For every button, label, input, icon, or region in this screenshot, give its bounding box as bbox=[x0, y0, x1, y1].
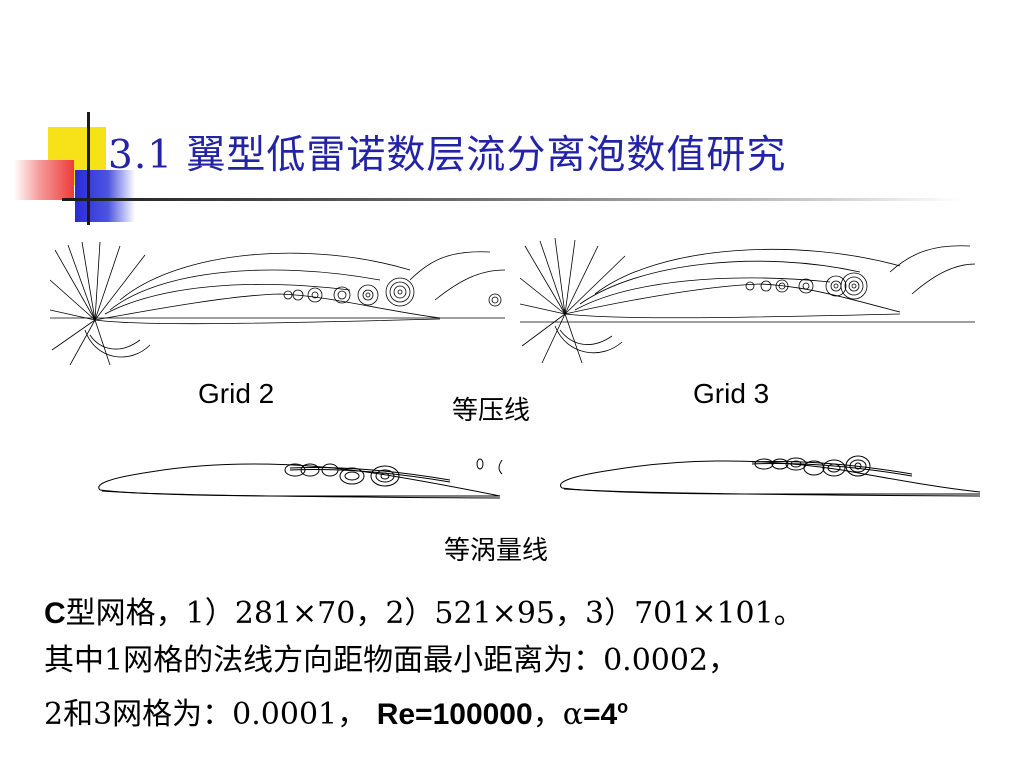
description-line-2: 其中1网格的法线方向距物面最小距离为：0.0002， bbox=[44, 643, 739, 678]
decor-red-square bbox=[14, 160, 74, 200]
description-line-1: C型网格，1）281×70，2）521×95，3）701×101。 bbox=[44, 590, 1004, 637]
vorticity-contour-plot-grid3 bbox=[560, 455, 981, 497]
reynolds-number: Re=100000 bbox=[376, 698, 533, 731]
separator: ， bbox=[532, 697, 563, 732]
description-line-3: 2和3网格为：0.0001， Re=100000，α=4o bbox=[44, 684, 1004, 738]
grid-sizes-text: 型网格，1）281×70，2）521×95，3）701×101。 bbox=[65, 596, 804, 631]
pressure-contour-plot-grid2 bbox=[50, 241, 505, 365]
angle-of-attack-value: =4 bbox=[582, 698, 618, 731]
title-underline bbox=[62, 198, 962, 201]
vorticity-contour-label: 等涡量线 bbox=[444, 536, 549, 566]
decor-vertical-line bbox=[87, 112, 90, 225]
grid-2-label: Grid 2 bbox=[198, 378, 275, 409]
decor-blue-square bbox=[75, 170, 135, 222]
slide-title: 3.1 翼型低雷诺数层流分离泡数值研究 bbox=[108, 133, 787, 178]
grid-description: C型网格，1）281×70，2）521×95，3）701×101。 其中1网格的… bbox=[44, 590, 1004, 738]
vorticity-contour-plot-grid2 bbox=[98, 458, 503, 499]
alpha-symbol: α bbox=[562, 697, 583, 732]
grid-3-label: Grid 3 bbox=[693, 378, 770, 409]
pressure-contour-label: 等压线 bbox=[452, 396, 531, 426]
degree-mark: o bbox=[617, 697, 629, 717]
grid-type-letter: C bbox=[44, 597, 66, 630]
grid-spacing-text: 2和3网格为：0.0001， bbox=[44, 697, 368, 732]
pressure-contour-plot-grid3 bbox=[520, 238, 975, 363]
